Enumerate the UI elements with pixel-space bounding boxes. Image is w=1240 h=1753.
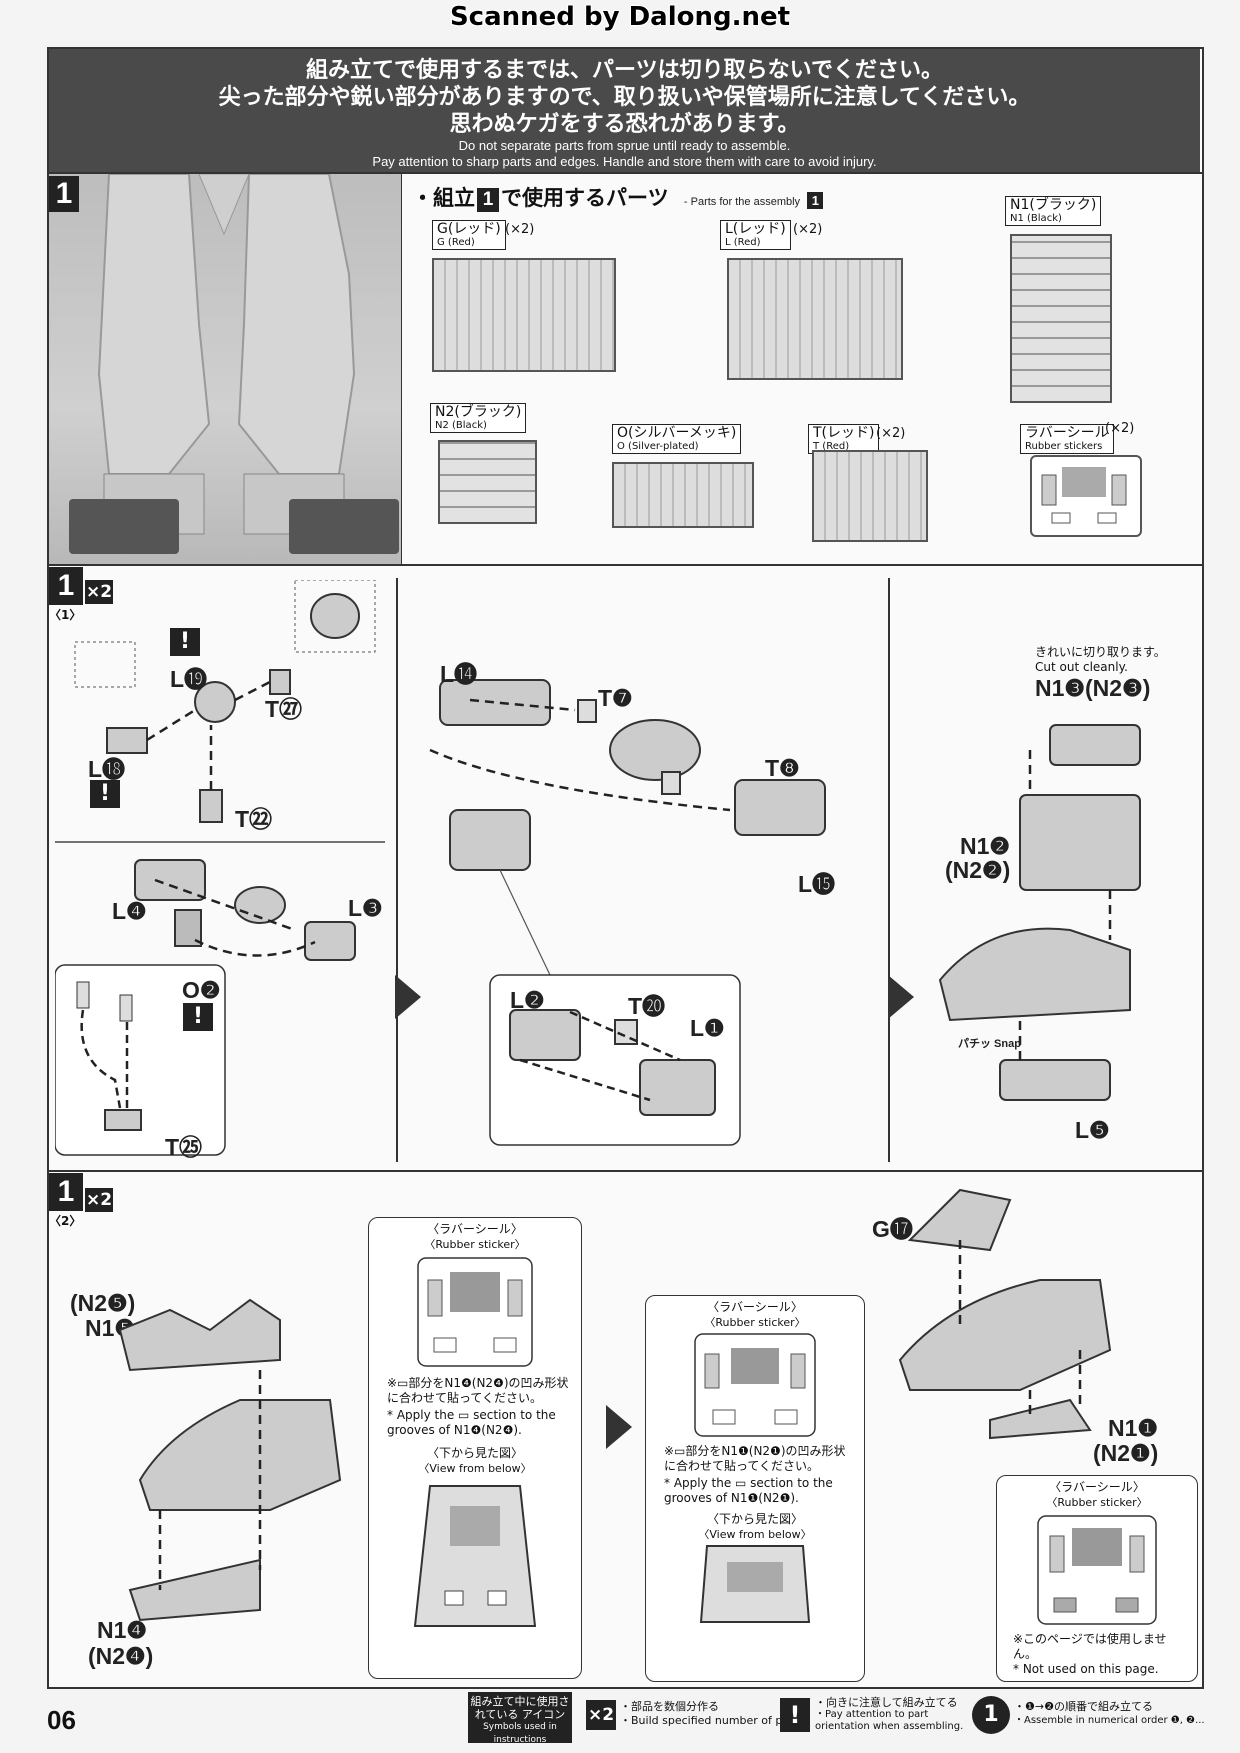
label-n11a: N1❶ [1108, 1415, 1159, 1441]
sprue-qty-g: (×2) [505, 222, 535, 237]
icon2-jp: ・向きに注意して組み立てる [815, 1696, 958, 1709]
page-number: 06 [47, 1705, 76, 1735]
step1-1-middle-diagram [429, 679, 826, 1146]
label-l2: L❷ [510, 987, 545, 1013]
label-t7: T❼ [598, 685, 633, 711]
multiply-legend-icon: ×2 [586, 1700, 616, 1730]
sticker-box-2: 〈ラバーシール〉 〈Rubber sticker〉 ※▭部分をN1❶(N2❶)の… [645, 1295, 865, 1682]
sprue-l-diagram [727, 258, 903, 380]
sprue-qty-t: (×2) [876, 426, 906, 441]
divider [396, 578, 398, 1162]
caution-legend-icon: ! [780, 1698, 810, 1732]
label-n13: N1❸(N2❸) [1035, 675, 1151, 701]
parts-title-en-step: 1 [807, 192, 824, 209]
label-g17: G⓱ [872, 1216, 913, 1242]
warning-en-line1: Do not separate parts from sprue until r… [458, 138, 791, 153]
label-n12b: (N2❷) [945, 857, 1011, 883]
label-n25: (N2❺) [70, 1290, 136, 1316]
sprue-tag-n2: N2(ブラック)N2 (Black) [430, 403, 527, 433]
sticker-box-1: 〈ラバーシール〉 〈Rubber sticker〉 ※▭部分をN1❹(N2❹)の… [368, 1217, 582, 1679]
label-t22: T㉒ [235, 806, 273, 832]
sticker-box-3: 〈ラバーシール〉 〈Rubber sticker〉 ※このページでは使用しません… [996, 1475, 1198, 1682]
step-badge: 1 [49, 1173, 83, 1211]
substep-label: 〈1〉 [49, 608, 82, 622]
sprue-n2-diagram [438, 440, 537, 524]
step-badge: 1 [49, 567, 83, 605]
label-t20: T⓴ [628, 993, 666, 1019]
divider [400, 172, 402, 564]
step-number-badge: 1 [49, 176, 79, 212]
sprue-o-diagram [612, 462, 754, 528]
sprue-tag-g: G(レッド)G (Red) [432, 220, 506, 250]
sprue-tag-n1: N1(ブラック)N1 (Black) [1005, 196, 1102, 226]
label-l1: L❶ [690, 1015, 725, 1041]
sprue-n1-diagram [1010, 234, 1112, 403]
icon1-jp: ・部品を数個分作る [620, 1700, 719, 1713]
icon1-en: ・Build specified number of parts. [620, 1714, 808, 1727]
parts-title-suffix: で使用するパーツ [501, 186, 669, 210]
divider [47, 1170, 1202, 1172]
sprue-qty-rubber: (×2) [1105, 421, 1135, 436]
sprue-tag-o: O(シルバーメッキ)O (Silver-plated) [612, 424, 742, 454]
label-l3: L❸ [348, 895, 383, 921]
parts-title-prefix: ・組立 [412, 186, 475, 210]
label-l4: L❹ [112, 898, 147, 924]
legend-box: 組み立て中に使用されている アイコン Symbols used in instr… [468, 1692, 572, 1745]
step1-1-left-diagram [55, 580, 385, 1156]
sprue-qty-l: (×2) [793, 222, 823, 237]
warning-jp-line2: 尖った部分や鋭い部分がありますので、取り扱いや保管場所に注意してください。 [218, 85, 1031, 110]
sprue-t-diagram [812, 450, 928, 542]
scanned-by-watermark: Scanned by Dalong.net [449, 2, 791, 32]
icon3-jp: ・❶→❷の順番で組み立てる [1014, 1700, 1153, 1713]
warning-jp-line3: 思わぬケガをする恐れがあります。 [449, 112, 800, 137]
label-l15: L⓯ [798, 871, 836, 897]
label-o2: O❷ [182, 977, 221, 1003]
next-arrow-icon [888, 975, 914, 1019]
warning-banner: 組み立てで使用するまでは、パーツは切り取らないでください。 尖った部分や鋭い部分… [49, 49, 1200, 172]
divider [888, 578, 890, 1162]
label-l19: L⓳ [170, 666, 208, 692]
caution-icon: ! [90, 780, 120, 808]
divider [47, 564, 1202, 566]
icon3-en: ・Assemble in numerical order ❶, ❷... [1014, 1715, 1205, 1726]
snap-label: パチッ Snap [958, 1038, 1021, 1050]
next-arrow-icon [395, 975, 421, 1019]
warning-en-line2: Pay attention to sharp parts and edges. … [372, 154, 877, 169]
label-t25: T㉕ [165, 1134, 203, 1160]
legend-jp: 組み立て中に使用されている アイコン [470, 1695, 570, 1721]
multiply-icon: ×2 [85, 1188, 113, 1212]
warning-jp-line1: 組み立てで使用するまでは、パーツは切り取らないでください。 [306, 58, 943, 83]
label-n14b: (N2❹) [88, 1643, 154, 1669]
divider [47, 172, 1202, 174]
multiply-icon: ×2 [85, 580, 113, 604]
step1-2-left-diagram [118, 1298, 342, 1622]
caution-icon: ! [183, 1003, 213, 1031]
label-l5: L❺ [1075, 1117, 1110, 1143]
parts-title-step: 1 [477, 188, 499, 212]
caution-icon: ! [170, 628, 200, 656]
next-arrow-icon [606, 1405, 632, 1449]
rubber-sticker-sheet [1030, 455, 1142, 537]
label-n11b: (N2❶) [1093, 1440, 1159, 1466]
label-l18: L⓲ [88, 756, 126, 782]
icon2-en: ・Pay attention to part orientation when … [815, 1709, 964, 1732]
sprue-tag-l: L(レッド)L (Red) [720, 220, 791, 250]
label-t8: T❽ [765, 755, 800, 781]
legend-en: Symbols used in instructions [483, 1722, 557, 1745]
label-t27: T㉗ [265, 696, 303, 722]
step1-1-right-diagram [938, 724, 1141, 1101]
step1-2-right-diagram [898, 1188, 1112, 1440]
cut-note-jp: きれいに切り取ります。 [1035, 645, 1166, 659]
substep-label: 〈2〉 [49, 1214, 82, 1228]
cut-note-en: Cut out cleanly. [1035, 660, 1128, 674]
order-legend-icon: 1 [972, 1696, 1010, 1734]
label-n12a: N1❷ [960, 833, 1011, 859]
label-l14: L⓮ [440, 661, 478, 687]
sprue-g-diagram [432, 258, 616, 372]
label-n14a: N1❹ [97, 1617, 148, 1643]
parts-title-en: - Parts for the assembly [683, 196, 801, 208]
model-legs-photo [49, 173, 401, 564]
